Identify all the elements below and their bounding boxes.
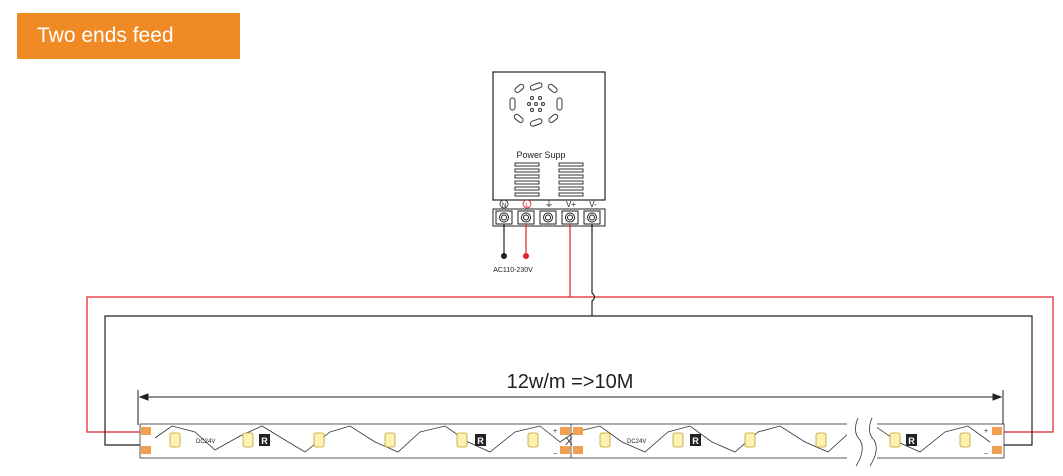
polarity-plus: + [553,428,557,435]
led [313,432,325,448]
leds [169,432,971,448]
led-strip: R R R R DC24V DC24V + − + − [139,417,1005,467]
polarity-minus: − [984,451,988,458]
pad-left-top [141,427,151,435]
resistor-label: R [261,436,268,446]
resistor-label: R [692,436,699,446]
pad-mid-left-bottom [560,446,570,454]
led [815,432,827,448]
led [242,432,254,448]
power-supply-label: Power Supp [516,150,565,160]
terminal-n-ring [499,199,509,209]
led [599,432,611,448]
ac-input-wires: AC110-230V [493,224,533,274]
power-supply: Power Supp N L ⏚ V+ V- [492,71,606,227]
strip-voltage-label: DC24V [627,439,646,445]
led [672,432,684,448]
scissors-icon [565,436,573,446]
power-supply-body [492,71,606,201]
vent-slots [514,162,584,197]
led [527,432,539,448]
pad-mid-right-bottom [573,446,583,454]
ac-neutral-dot [501,253,507,259]
led [456,432,468,448]
pad-mid-right-top [573,427,583,435]
terminal-label-l: L [525,203,529,209]
terminal-block [492,208,606,227]
terminal-label-vplus: V+ [566,200,576,209]
resistor-label: R [908,436,915,446]
pad-right-bottom [992,446,1002,454]
pad-right-top [992,427,1002,435]
resistor [690,434,701,446]
positive-wire [86,224,1054,433]
led [744,432,756,448]
resistor [906,434,917,446]
polarity-minus: − [553,451,557,458]
terminal-label-ground: ⏚ [544,199,553,209]
led [169,432,181,448]
pad-mid-left-top [560,427,570,435]
terminal-label-vminus: V- [589,200,597,209]
pad-left-bottom [141,446,151,454]
length-label: 12w/m =>10M [507,371,634,393]
led [384,432,396,448]
fan-icon [509,82,563,127]
led [959,432,971,448]
ac-line-dot [523,253,529,259]
title-badge: Two ends feed [17,13,240,59]
resistors: R R R R [259,434,917,446]
strip-break-icon [847,417,877,467]
led [889,432,901,448]
length-dimension [137,390,1004,425]
resistor [475,434,486,446]
terminal-labels: N L ⏚ V+ V- [499,199,597,209]
terminal-label-n: N [502,203,506,209]
ac-input-label: AC110-230V [493,267,533,274]
strip-zigzag [154,425,991,453]
negative-wire [104,224,1033,446]
strip-voltage-label: DC24V [196,439,215,445]
resistor-label: R [477,436,484,446]
terminal-l-ring [522,199,532,209]
polarity-plus: + [984,428,988,435]
resistor [259,434,270,446]
